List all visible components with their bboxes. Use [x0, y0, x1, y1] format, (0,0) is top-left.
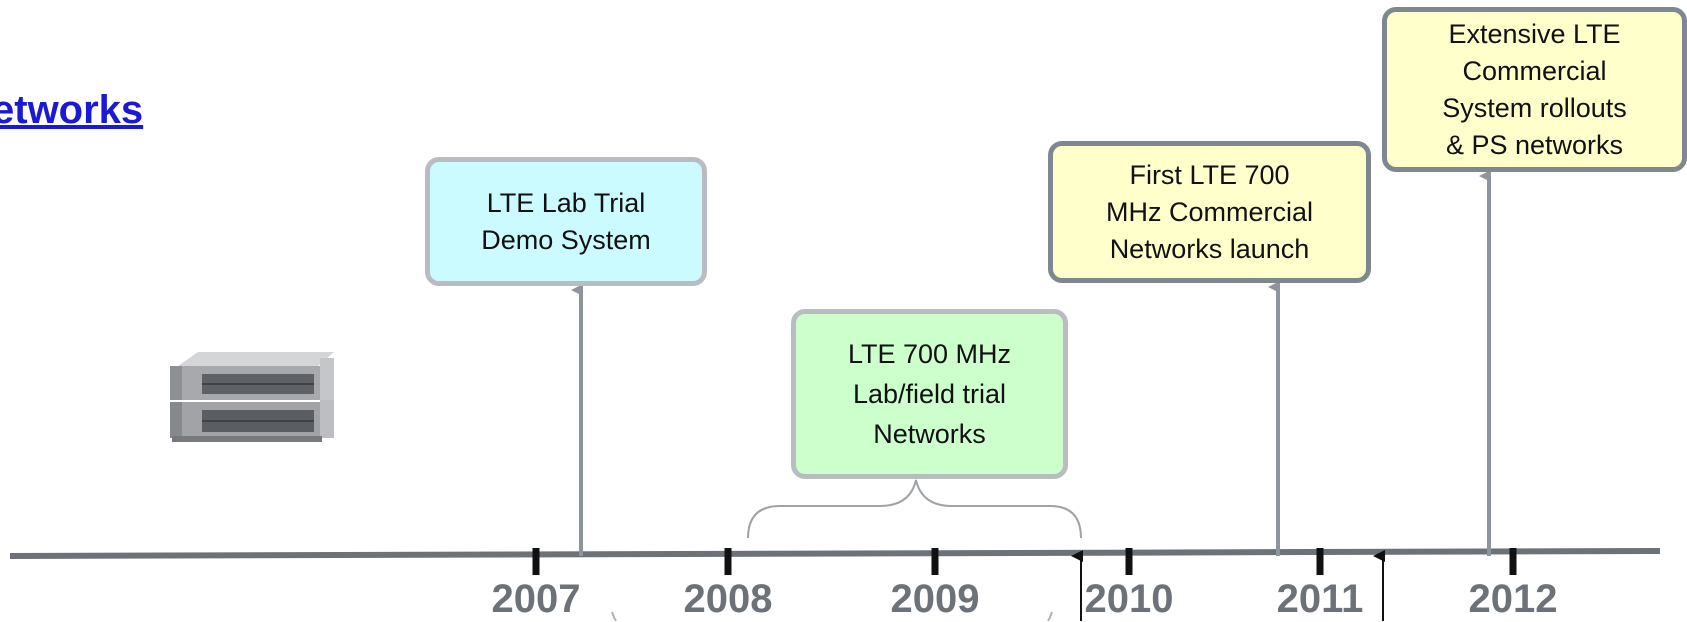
range-brace [747, 479, 1082, 539]
box-extensive-lte-label: Extensive LTE Commercial System rollouts… [1442, 18, 1627, 160]
lower-brace-left [611, 611, 617, 621]
box-first-lte700-label: First LTE 700 MHz Commercial Networks la… [1105, 159, 1313, 264]
year-label-2012: 2012 [1468, 577, 1558, 621]
box-lte700-trial[interactable]: LTE 700 MHz Lab/field trial Networks [791, 309, 1068, 479]
year-label-2007: 2007 [491, 577, 581, 621]
box-lte-lab-trial[interactable]: LTE Lab Trial Demo System [425, 157, 707, 286]
year-label-2010: 2010 [1084, 577, 1174, 621]
box-extensive-lte[interactable]: Extensive LTE Commercial System rollouts… [1382, 7, 1687, 172]
network-equipment-icon [170, 352, 334, 442]
box-lte-lab-trial-label: LTE Lab Trial Demo System [481, 187, 651, 255]
box-first-lte700[interactable]: First LTE 700 MHz Commercial Networks la… [1048, 141, 1371, 283]
year-ticks [532, 548, 1517, 575]
lower-brace-right [1047, 611, 1053, 621]
timeline-axis [9, 548, 1661, 559]
page-title[interactable]: etworks [0, 88, 144, 132]
year-label-2008: 2008 [683, 577, 773, 621]
year-label-2011: 2011 [1276, 577, 1364, 621]
year-label-2009: 2009 [890, 577, 980, 621]
box-lte700-trial-label: LTE 700 MHz Lab/field trial Networks [847, 339, 1012, 449]
